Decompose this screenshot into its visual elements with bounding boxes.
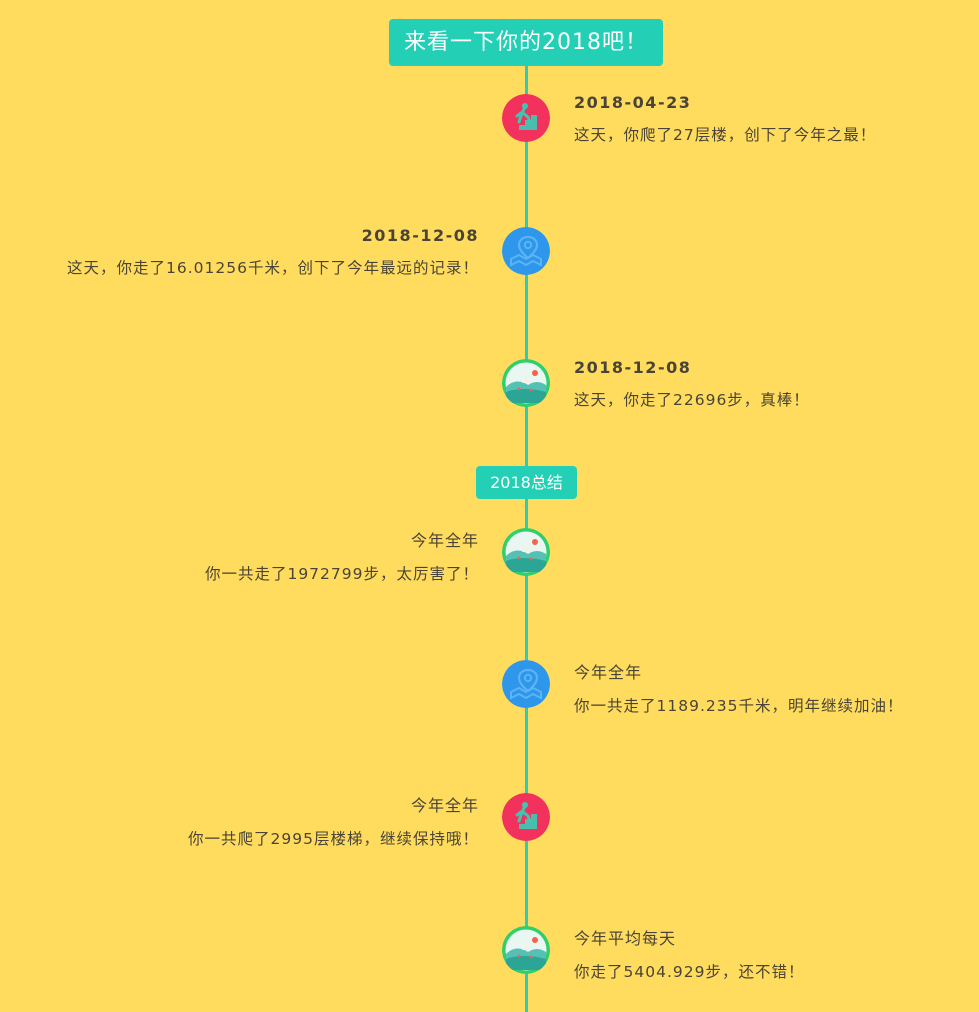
entry-date: 2018-12-08 [574, 358, 692, 377]
landscape-icon [502, 528, 550, 576]
location-pin-icon [502, 660, 550, 708]
entry-heading: 今年全年 [574, 663, 643, 682]
summary-entry: 今年全年 你一共走了1972799步，太厉害了！ [205, 527, 479, 584]
entry-text: 你一共走了1972799步，太厉害了！ [204, 565, 479, 583]
landscape-icon [502, 926, 550, 974]
summary-label: 2018总结 [476, 466, 577, 499]
timeline-entry: 2018-04-23 这天，你爬了27层楼，创下了今年之最！ [574, 93, 876, 145]
entry-text: 你走了5404.929步，还不错！ [574, 963, 805, 981]
entry-text: 你一共走了1189.235千米，明年继续加油！ [574, 697, 904, 715]
entry-text: 这天，你爬了27层楼，创下了今年之最！ [574, 126, 877, 144]
summary-entry: 今年全年 你一共爬了2995层楼梯，继续保持哦！ [188, 792, 479, 849]
timeline-entry: 2018-12-08 这天，你走了16.01256千米，创下了今年最远的记录！ [67, 226, 479, 278]
landscape-icon [502, 359, 550, 407]
entry-text: 这天，你走了16.01256千米，创下了今年最远的记录！ [67, 259, 479, 277]
stairs-icon [502, 94, 550, 142]
entry-text: 你一共爬了2995层楼梯，继续保持哦！ [188, 830, 479, 848]
entry-heading: 今年平均每天 [574, 929, 677, 948]
stairs-icon [502, 793, 550, 841]
entry-date: 2018-04-23 [574, 93, 692, 112]
summary-entry: 今年平均每天 你走了5404.929步，还不错！ [574, 925, 804, 982]
entry-text: 这天，你走了22696步，真棒！ [574, 391, 810, 409]
location-pin-icon [502, 227, 550, 275]
entry-heading: 今年全年 [410, 531, 479, 550]
page-title: 来看一下你的2018吧！ [389, 19, 663, 66]
entry-date: 2018-12-08 [361, 226, 479, 245]
summary-entry: 今年全年 你一共走了1189.235千米，明年继续加油！ [574, 659, 903, 716]
timeline-entry: 2018-12-08 这天，你走了22696步，真棒！ [574, 358, 810, 410]
entry-heading: 今年全年 [410, 796, 479, 815]
